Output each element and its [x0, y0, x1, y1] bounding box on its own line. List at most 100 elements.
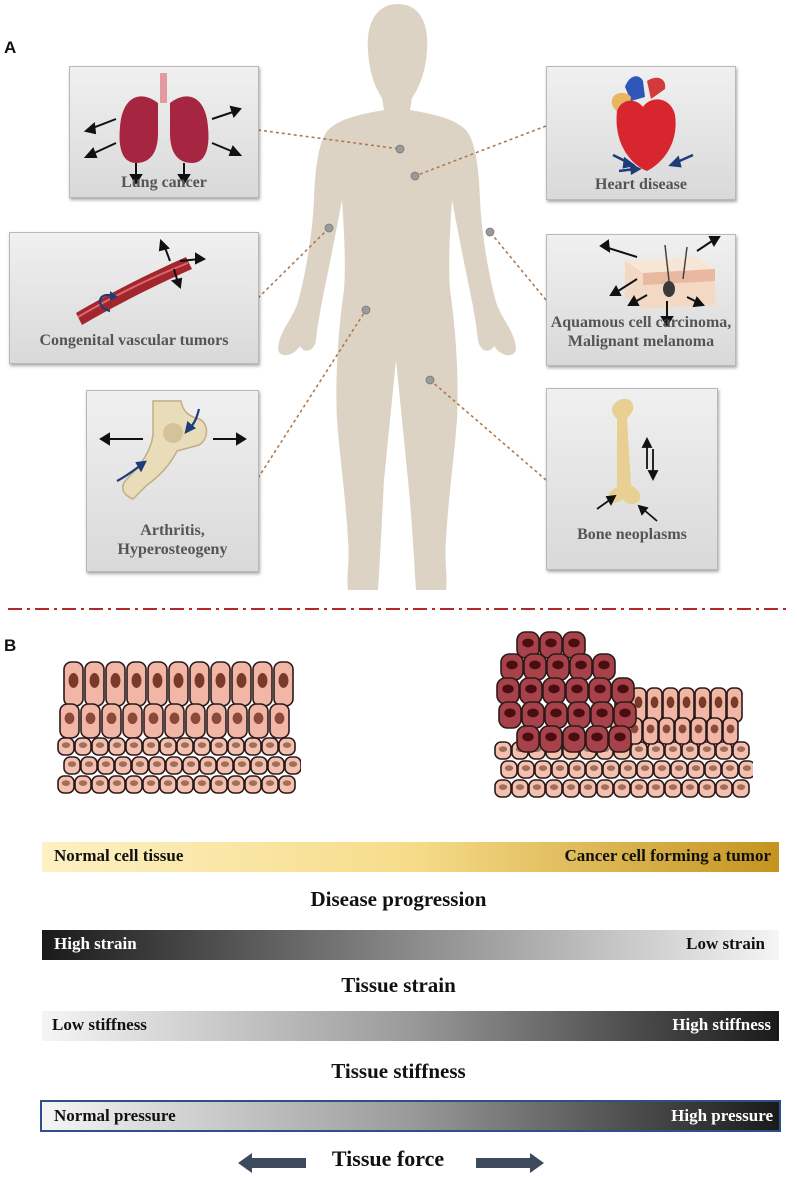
strain-bar-left-label: High strain [54, 934, 137, 953]
cell-nucleus [742, 765, 752, 772]
cell-nucleus [668, 746, 678, 753]
cell-nucleus [668, 784, 678, 791]
cell-nucleus [169, 761, 179, 768]
cell-nucleus [131, 673, 142, 688]
cell-nucleus [278, 673, 289, 688]
cell-nucleus [702, 746, 712, 753]
cell-nucleus [555, 765, 565, 772]
cell-nucleus [502, 684, 514, 694]
heart-disease-label: Heart disease [595, 176, 687, 193]
vascular-tumor-box: Congenital vascular tumors [9, 232, 259, 364]
cell-nucleus [282, 780, 292, 787]
cell-nucleus [529, 660, 541, 670]
bone-icon [596, 398, 659, 522]
tissue-stiffness-caption: Tissue stiffness [331, 1059, 466, 1083]
lung-cancer-box: Lung cancer [69, 66, 259, 198]
cell-nucleus [589, 765, 599, 772]
cell-nucleus [197, 780, 207, 787]
cell-nucleus [662, 724, 671, 734]
cell-nucleus [617, 784, 627, 791]
cell-nucleus [527, 708, 539, 718]
cell-nucleus [118, 761, 128, 768]
cell-nucleus [253, 712, 264, 725]
pressure-bar-left-label: Normal pressure [54, 1106, 176, 1125]
cell-nucleus [619, 708, 631, 718]
cell-nucleus [194, 673, 205, 688]
tissue-strain-caption: Tissue strain [341, 973, 456, 997]
cell-nucleus [129, 742, 139, 749]
stiffness-bar-left-label: Low stiffness [52, 1015, 147, 1034]
cell-nucleus [67, 761, 77, 768]
cell-nucleus [725, 765, 735, 772]
pressure-bar-right-label: High pressure [671, 1106, 773, 1125]
cell-nucleus [598, 660, 610, 670]
cell-nucleus [623, 765, 633, 772]
cell-nucleus [617, 684, 629, 694]
disease-bar-left-label: Normal cell tissue [54, 846, 184, 865]
cell-nucleus [265, 742, 275, 749]
cell-nucleus [666, 696, 675, 709]
cell-nucleus [708, 765, 718, 772]
cell-nucleus [152, 673, 163, 688]
cell-nucleus [651, 746, 661, 753]
tissue-pressure-bar: Normal pressure High pressure [40, 1100, 781, 1132]
cell-nucleus [197, 742, 207, 749]
arthritis-box: Arthritis, Hyperosteogeny [86, 390, 259, 572]
cell-nucleus [152, 761, 162, 768]
cell-nucleus [550, 708, 562, 718]
cell-nucleus [180, 742, 190, 749]
cell-nucleus [106, 712, 117, 725]
cell-nucleus [110, 673, 121, 688]
cell-nucleus [64, 712, 75, 725]
force-right-arrow-icon [476, 1153, 544, 1173]
cell-nucleus [231, 742, 241, 749]
cell-nucleus [237, 761, 247, 768]
cell-nucleus [504, 708, 516, 718]
tissue-strain-bar: High strain Low strain [42, 930, 779, 960]
cell-nucleus [573, 708, 585, 718]
cell-nucleus [282, 742, 292, 749]
arthritis-label: Arthritis, Hyperosteogeny [117, 522, 228, 558]
heart-point [410, 171, 420, 181]
cell-nucleus [545, 638, 557, 648]
cell-nucleus [548, 684, 560, 694]
cell-nucleus [257, 673, 268, 688]
cell-nucleus [710, 724, 719, 734]
cell-nucleus [634, 696, 643, 709]
cell-nucleus [594, 684, 606, 694]
cell-nucleus [698, 696, 707, 709]
cell-nucleus [498, 746, 508, 753]
skin-layers-icon [599, 236, 721, 327]
cell-nucleus [694, 724, 703, 734]
cell-nucleus [682, 696, 691, 709]
cell-nucleus [95, 742, 105, 749]
cell-nucleus [112, 780, 122, 787]
cell-nucleus [248, 780, 258, 787]
vascular-tumor-label: Congenital vascular tumors [39, 332, 229, 349]
panel-label-b: B [4, 636, 17, 655]
cell-nucleus [685, 784, 695, 791]
cell-nucleus [254, 761, 264, 768]
cell-nucleus [190, 712, 201, 725]
cell-nucleus [61, 780, 71, 787]
tissue-force-label: Tissue force [331, 1146, 445, 1171]
panel-label-a: A [4, 38, 17, 57]
human-figure-diagram [257, 4, 547, 590]
joint-point [361, 305, 371, 315]
lung-cancer-label: Lung cancer [121, 174, 207, 191]
cell-nucleus [566, 784, 576, 791]
cell-nucleus [214, 742, 224, 749]
cell-nucleus [232, 712, 243, 725]
disease-progression-bar: Normal cell tissue Cancer cell forming a… [42, 842, 779, 872]
cell-nucleus [186, 761, 196, 768]
cell-nucleus [736, 784, 746, 791]
heart-disease-box: Heart disease [546, 66, 736, 200]
cell-nucleus [173, 673, 184, 688]
blood-vessel-icon [76, 238, 207, 325]
cell-nucleus [691, 765, 701, 772]
cell-nucleus [719, 746, 729, 753]
cell-nucleus [148, 712, 159, 725]
cell-nucleus [248, 742, 258, 749]
cell-nucleus [220, 761, 230, 768]
cell-nucleus [678, 724, 687, 734]
